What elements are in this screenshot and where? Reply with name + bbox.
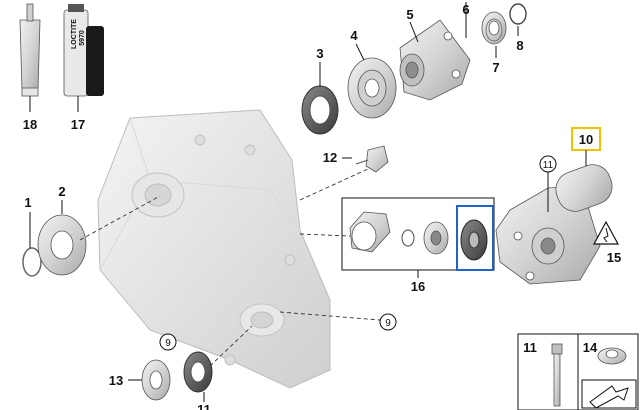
transfer-case-housing[interactable] xyxy=(97,109,331,389)
callout-5[interactable]: 5 xyxy=(406,7,413,22)
callout-6[interactable]: 6 xyxy=(462,2,469,17)
selected-gear-highlight[interactable] xyxy=(456,205,494,271)
flange-washer-part[interactable] xyxy=(481,11,507,45)
callout-10[interactable]: 10 xyxy=(579,132,593,147)
actuator-lever-part[interactable] xyxy=(349,211,391,253)
callout-4[interactable]: 4 xyxy=(350,28,358,43)
sealant-code-label: 5970 xyxy=(79,30,86,46)
axis-line-left xyxy=(79,195,161,241)
callout-11-circled[interactable]: 11 xyxy=(543,160,554,171)
axis-line-9 xyxy=(279,311,381,321)
callout-3[interactable]: 3 xyxy=(316,46,323,61)
dust-cover-part[interactable] xyxy=(347,57,397,119)
callout-15[interactable]: 15 xyxy=(607,250,621,265)
callout-13[interactable]: 13 xyxy=(109,373,123,388)
navigation-arrow-icon[interactable] xyxy=(581,379,637,409)
inset-callout-14[interactable]: 14 xyxy=(583,340,598,355)
inset-callout-11[interactable]: 11 xyxy=(523,340,537,355)
rear-seal-part[interactable] xyxy=(183,351,213,393)
sealant-brand-label: LOCTITE xyxy=(71,19,78,49)
axis-line-group xyxy=(299,233,351,237)
o-ring-part[interactable] xyxy=(22,247,42,277)
drive-gear-part[interactable] xyxy=(460,219,488,261)
shaft-seal-part[interactable] xyxy=(301,85,339,135)
shim-washer-part[interactable] xyxy=(37,214,87,276)
callout-9-circle-bottom xyxy=(159,333,177,351)
callout-17[interactable]: 17 xyxy=(71,117,85,132)
small-o-ring-part[interactable] xyxy=(401,229,415,247)
callout-1[interactable]: 1 xyxy=(24,195,31,210)
seal-ring-part-7[interactable] xyxy=(485,18,503,42)
actuator-motor-part[interactable] xyxy=(495,160,617,285)
circlip-part-8[interactable] xyxy=(509,3,527,25)
callout-7[interactable]: 7 xyxy=(492,60,499,75)
callout-18[interactable]: 18 xyxy=(23,117,37,132)
sealant-bottle-part[interactable] xyxy=(63,4,104,97)
callout-16[interactable]: 16 xyxy=(411,279,425,294)
position-sensor-part[interactable] xyxy=(355,145,389,173)
callout-9-right[interactable]: 9 xyxy=(385,318,391,329)
callout-11-bottom[interactable]: 11 xyxy=(197,402,211,410)
leader-line-4 xyxy=(355,43,365,61)
callout-2[interactable]: 2 xyxy=(58,184,65,199)
callout-9-circle-right xyxy=(379,313,397,331)
callout-12[interactable]: 12 xyxy=(323,150,337,165)
output-flange-part[interactable] xyxy=(399,19,471,101)
callout-9-bottom[interactable]: 9 xyxy=(165,338,171,349)
hex-nut-part[interactable] xyxy=(597,347,627,365)
bearing-part[interactable] xyxy=(423,221,449,255)
callout-8[interactable]: 8 xyxy=(516,38,523,53)
dust-shield-part[interactable] xyxy=(141,359,171,401)
electrostatic-warning-icon xyxy=(592,220,620,245)
axis-line-bottom xyxy=(209,325,253,367)
leader-line-5 xyxy=(409,21,419,43)
axis-line-sensor xyxy=(299,167,371,201)
bolt-part[interactable] xyxy=(551,343,563,407)
grease-tube-part[interactable] xyxy=(19,3,41,97)
